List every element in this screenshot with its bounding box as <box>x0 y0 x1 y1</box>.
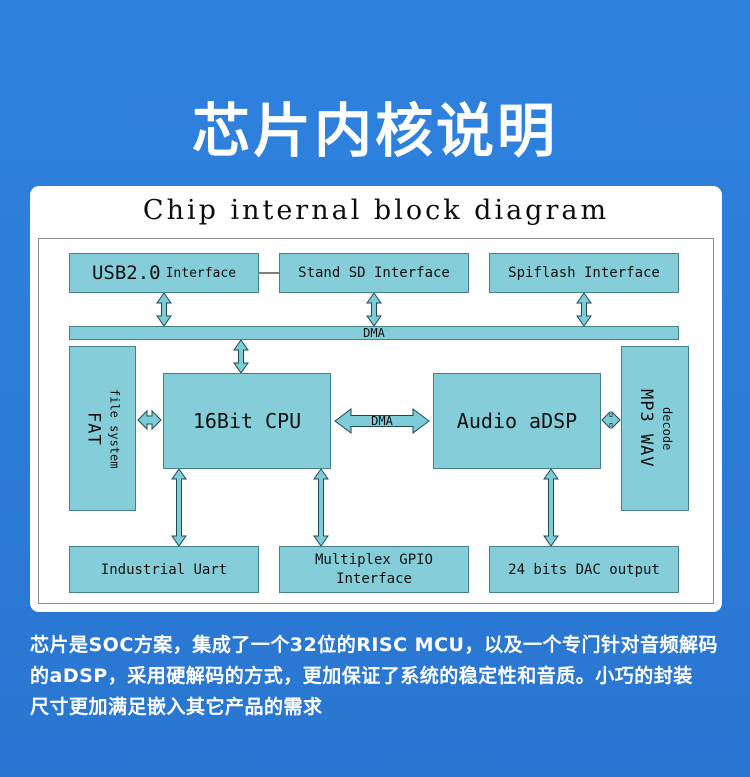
description-line: 尺寸更加满足嵌入其它产品的需求 <box>30 696 323 718</box>
adsp-label: Audio aDSP <box>456 409 578 433</box>
gpio-label-line2: Interface <box>336 570 412 587</box>
fat-label-main: FAT <box>83 411 104 446</box>
arrow-spiflash-dma <box>576 292 592 327</box>
usb-label-sub: Interface <box>165 265 237 281</box>
arrow-cpu-adsp <box>334 408 430 434</box>
cpu-box: 16Bit CPU <box>163 373 331 469</box>
dac-label: 24 bits DAC output <box>508 561 660 578</box>
cpu-label: 16Bit CPU <box>192 409 302 433</box>
description-line: 的aDSP，采用硬解码的方式，更加保证了系统的稳定性和音质。小巧的封装 <box>30 665 693 687</box>
cpu-adsp-dma-label: DMA <box>371 414 393 428</box>
mp3-label-main: MP3 WAV <box>636 389 656 468</box>
dac-output-box: 24 bits DAC output <box>489 546 679 593</box>
dma-bar-label: DMA <box>363 326 385 340</box>
arrow-adsp-dac <box>543 468 559 547</box>
diagram-canvas: USB2.0 Interface Stand SD Interface Spif… <box>38 238 714 604</box>
industrial-uart-box: Industrial Uart <box>69 546 259 593</box>
arrow-dma-cpu <box>233 339 249 374</box>
sd-label: Stand SD Interface <box>298 265 450 281</box>
arrow-sd-dma <box>366 292 382 327</box>
arrow-cpu-gpio <box>313 468 329 547</box>
mp3-wav-decode-box: MP3 WAV decode <box>621 346 689 511</box>
page-title: 芯片内核说明 <box>191 97 558 165</box>
diagram-heading: Chip internal block diagram <box>142 195 610 226</box>
uart-label: Industrial Uart <box>100 561 228 578</box>
fat-file-system-box: FAT file system <box>69 346 136 511</box>
multiplex-gpio-box: Multiplex GPIO Interface <box>279 546 469 593</box>
description-line: 芯片是SOC方案，集成了一个32位的RISC MCU，以及一个专门针对音频解码 <box>30 634 718 656</box>
dma-bus-bar: DMA <box>69 326 679 340</box>
audio-adsp-box: Audio aDSP <box>433 373 601 469</box>
arrow-adsp-mp3 <box>601 410 621 430</box>
usb-interface-box: USB2.0 Interface <box>69 253 259 293</box>
mp3-label-sub: decode <box>660 406 674 451</box>
arrow-cpu-uart <box>171 468 187 547</box>
usb-label-main: USB2.0 <box>91 262 161 284</box>
arrow-usb-dma <box>156 292 172 327</box>
sd-interface-box: Stand SD Interface <box>279 253 469 293</box>
description-paragraph: 芯片是SOC方案，集成了一个32位的RISC MCU，以及一个专门针对音频解码 … <box>30 630 730 723</box>
diagram-panel: Chip internal block diagram USB2.0 Inter… <box>30 186 722 612</box>
arrow-fat-cpu <box>137 409 162 431</box>
spiflash-label: Spiflash Interface <box>508 265 660 281</box>
spiflash-interface-box: Spiflash Interface <box>489 253 679 293</box>
fat-label-sub: file system <box>107 388 122 469</box>
gpio-label-line1: Multiplex GPIO <box>314 551 433 568</box>
